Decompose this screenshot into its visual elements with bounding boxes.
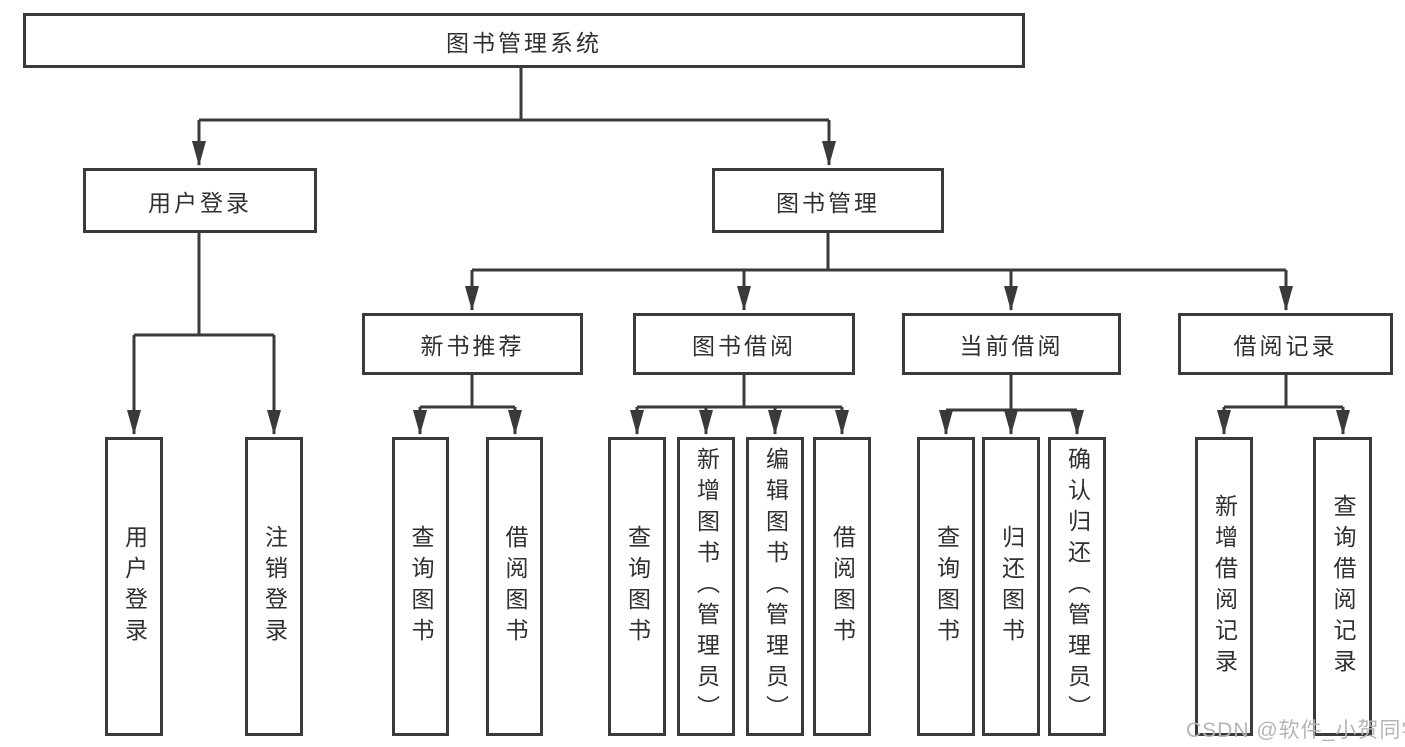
leaf-label: 归还图书 — [998, 524, 1025, 649]
node-label: 当前借阅 — [959, 333, 1064, 359]
leaf-label: 新增借阅记录 — [1211, 493, 1238, 680]
leaf-label: 借阅图书 — [502, 524, 528, 649]
node-new-book-recommend: 新书推荐 — [362, 313, 583, 375]
node-label: 图书管理 — [776, 189, 880, 216]
node-book-management: 图书管理 — [712, 168, 944, 233]
leaf-bb-borrow-book: 借阅图书 — [813, 437, 871, 736]
leaf-cb-return-book: 归还图书 — [982, 437, 1040, 736]
node-label: 用户登录 — [148, 189, 252, 216]
leaf-bb-query-book: 查询图书 — [608, 437, 666, 736]
leaf-label: 查询图书 — [408, 524, 434, 649]
node-borrow-records: 借阅记录 — [1178, 313, 1393, 375]
leaf-bb-edit-book-admin: 编辑图书（管理员） — [746, 437, 804, 736]
node-current-borrow: 当前借阅 — [902, 313, 1121, 375]
leaf-label: 查询图书 — [933, 524, 960, 649]
node-user-login: 用户登录 — [83, 168, 317, 233]
node-root-library-system: 图书管理系统 — [23, 13, 1025, 68]
leaf-bb-add-book-admin: 新增图书（管理员） — [677, 437, 735, 736]
node-label: 借阅记录 — [1233, 333, 1338, 359]
watermark-text: CSDN @软件_小贺同学 — [1186, 719, 1405, 742]
leaf-user-login: 用户登录 — [105, 437, 163, 736]
leaf-cb-confirm-return-admin: 确认归还（管理员） — [1048, 437, 1106, 736]
leaf-label: 注销登录 — [261, 524, 288, 649]
leaf-nb-query-book: 查询图书 — [392, 437, 449, 736]
leaf-label: 用户登录 — [121, 524, 148, 649]
leaf-cb-query-book: 查询图书 — [917, 437, 975, 736]
leaf-label: 编辑图书（管理员） — [762, 447, 789, 726]
leaf-label: 查询图书 — [624, 524, 651, 649]
node-book-borrow: 图书借阅 — [633, 313, 855, 375]
leaf-label: 确认归还（管理员） — [1064, 447, 1091, 726]
node-label: 图书借阅 — [692, 333, 796, 359]
leaf-label: 查询借阅记录 — [1330, 493, 1356, 680]
leaf-br-add-record: 新增借阅记录 — [1195, 437, 1253, 736]
node-label: 图书管理系统 — [446, 29, 602, 56]
leaf-logout: 注销登录 — [245, 437, 303, 736]
node-label: 新书推荐 — [420, 333, 525, 359]
leaf-nb-borrow-book: 借阅图书 — [486, 437, 543, 736]
leaf-label: 借阅图书 — [829, 524, 856, 649]
leaf-br-query-record: 查询借阅记录 — [1313, 437, 1372, 736]
leaf-label: 新增图书（管理员） — [693, 447, 720, 726]
